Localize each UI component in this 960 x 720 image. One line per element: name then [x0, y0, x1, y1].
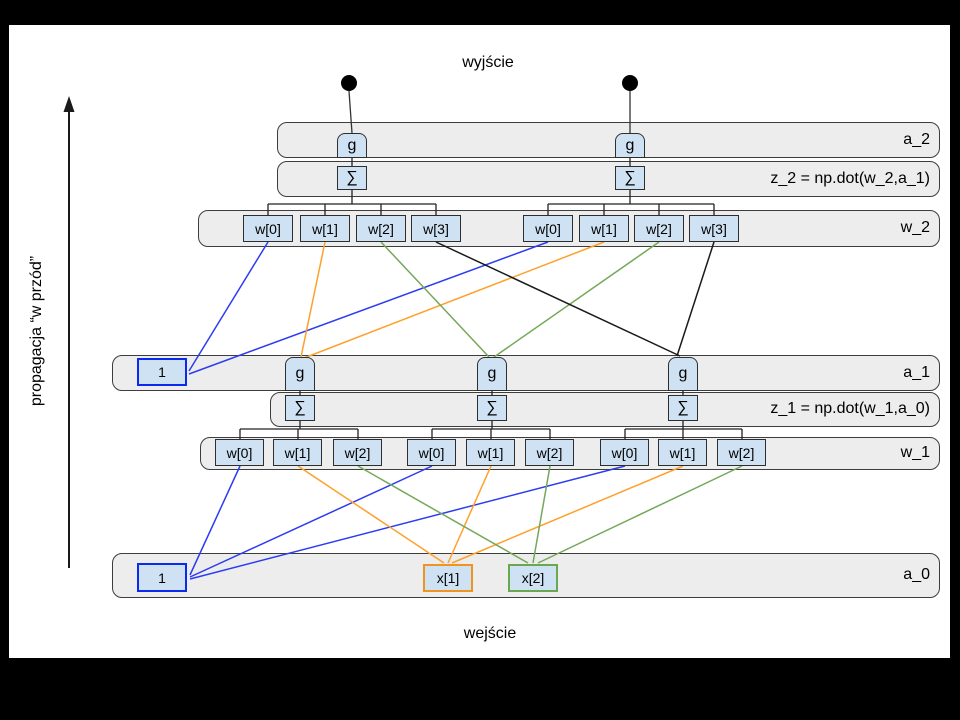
weight-box-w1n3-2: w[2] — [717, 439, 766, 466]
layer-row-z1 — [270, 392, 940, 427]
row-label-w2: w_2 — [900, 219, 930, 236]
activation-node-l1-3: g — [668, 357, 698, 391]
sum-node-l1-3: ∑ — [668, 395, 698, 421]
weight-box-w1n1-2: w[2] — [333, 439, 382, 466]
weight-box-w1n3-1: w[1] — [658, 439, 707, 466]
sum-node-l1-1: ∑ — [285, 395, 315, 421]
weight-box-w1n3-0: w[0] — [600, 439, 649, 466]
row-label-z1: z_1 = np.dot(w_1,a_0) — [770, 400, 930, 417]
sum-node-l1-2: ∑ — [477, 395, 507, 421]
weight-box-w1n2-2: w[2] — [525, 439, 574, 466]
row-label-z2: z_2 = np.dot(w_2,a_1) — [770, 170, 930, 187]
weight-box-w1n2-0: w[0] — [407, 439, 456, 466]
input-box-x2: x[2] — [508, 564, 558, 592]
row-label-w1: w_1 — [900, 444, 930, 461]
row-label-a2: a_2 — [903, 131, 930, 148]
activation-node-l2-1: g — [337, 133, 367, 158]
forward-propagation-label: propagacja “w przód” — [28, 255, 45, 407]
layer-row-a2 — [277, 122, 940, 158]
row-label-a0: a_0 — [903, 566, 930, 583]
activation-node-l2-2: g — [615, 133, 645, 158]
weight-box-w1n2-1: w[1] — [466, 439, 515, 466]
weight-box-w1n1-1: w[1] — [273, 439, 322, 466]
weight-box-w2n2-1: w[1] — [579, 215, 629, 242]
weight-box-w2n2-2: w[2] — [634, 215, 684, 242]
output-caption: wyjście — [462, 54, 514, 71]
bias-box-a1: 1 — [137, 358, 187, 386]
weight-box-w2n1-2: w[2] — [356, 215, 406, 242]
input-box-x1: x[1] — [423, 564, 473, 592]
weight-box-w2n2-3: w[3] — [689, 215, 739, 242]
weight-box-w2n2-0: w[0] — [523, 215, 573, 242]
bias-box-a0: 1 — [137, 563, 187, 592]
sum-node-l2-1: ∑ — [337, 166, 367, 190]
activation-node-l1-1: g — [285, 357, 315, 391]
weight-box-w2n1-0: w[0] — [243, 215, 293, 242]
input-caption: wejście — [463, 625, 517, 642]
weight-box-w2n1-1: w[1] — [300, 215, 350, 242]
sum-node-l2-2: ∑ — [615, 166, 645, 190]
activation-node-l1-2: g — [477, 357, 507, 391]
layer-row-a1 — [112, 355, 940, 391]
weight-box-w2n1-3: w[3] — [411, 215, 461, 242]
weight-box-w1n1-0: w[0] — [215, 439, 264, 466]
row-label-a1: a_1 — [903, 364, 930, 381]
